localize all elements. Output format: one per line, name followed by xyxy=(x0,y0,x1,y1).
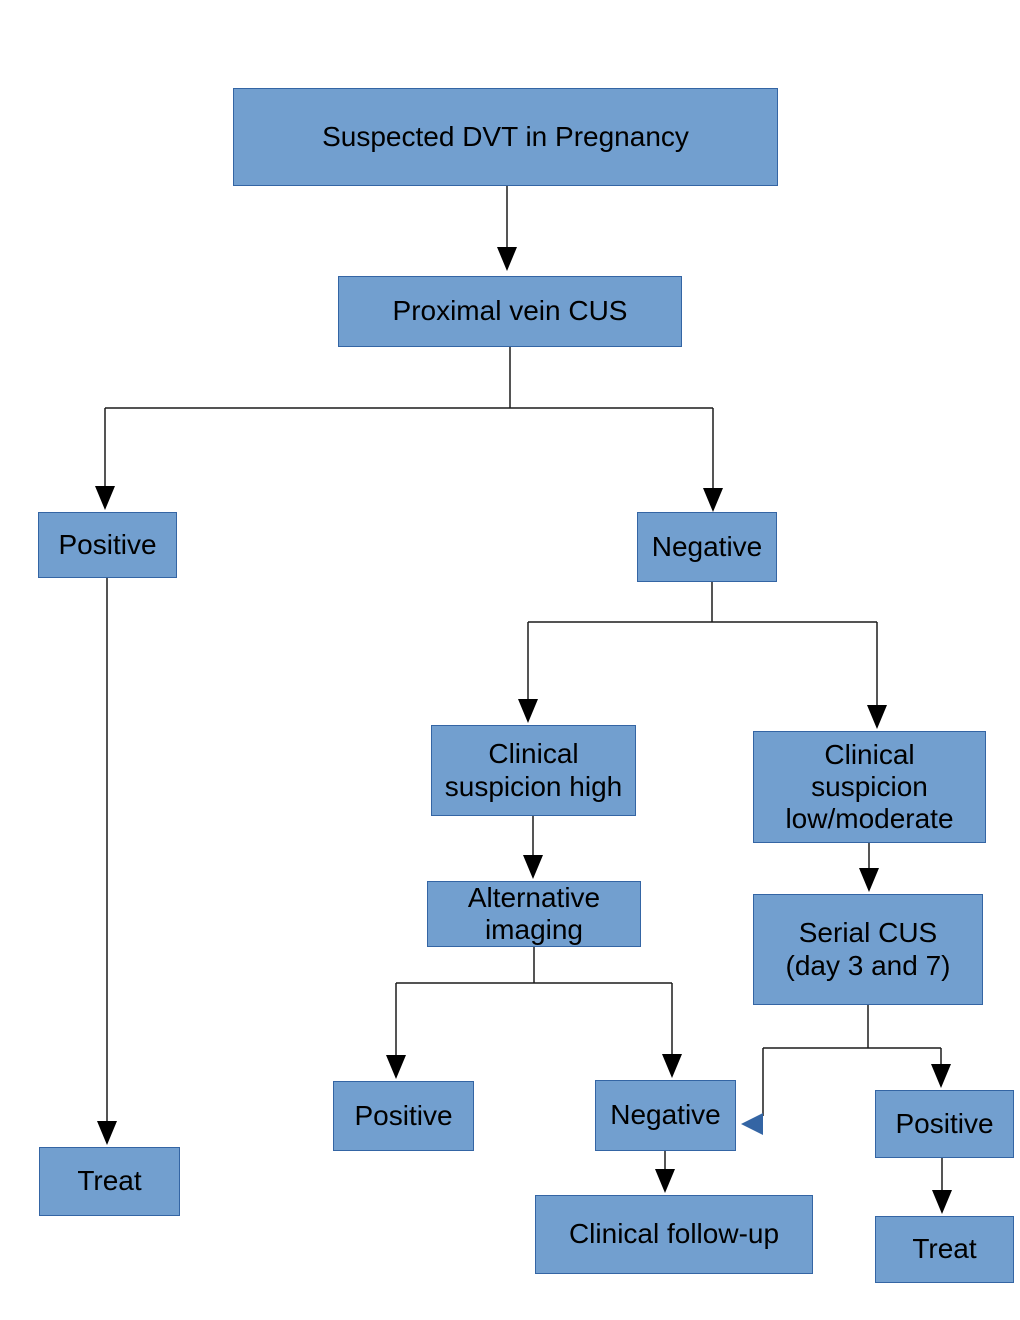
return-arrowhead xyxy=(741,1113,763,1135)
node-imaging-positive: Positive xyxy=(333,1081,474,1151)
connector-positive3-to-treat2 xyxy=(932,1158,952,1214)
node-serial-positive: Positive xyxy=(875,1090,1014,1158)
node-serial-cus: Serial CUS (day 3 and 7) xyxy=(753,894,983,1005)
node-cus-positive: Positive xyxy=(38,512,177,578)
node-cus-negative: Negative xyxy=(637,512,777,582)
node-clinical-follow-up: Clinical follow-up xyxy=(535,1195,813,1274)
connector-suspected-to-proximal xyxy=(497,186,517,271)
node-alternative-imaging: Alternative imaging xyxy=(427,881,641,947)
node-proximal-vein-cus: Proximal vein CUS xyxy=(338,276,682,347)
connector-proximal-branch xyxy=(95,347,723,512)
node-imaging-negative: Negative xyxy=(595,1080,736,1151)
node-treat-left: Treat xyxy=(39,1147,180,1216)
connector-low-to-serial-cus xyxy=(859,843,879,892)
connector-high-to-alt-imaging xyxy=(523,816,543,879)
connector-serial-cus-branch xyxy=(741,1005,951,1135)
connector-alt-imaging-branch xyxy=(386,947,682,1079)
connector-negative2-to-followup xyxy=(655,1151,675,1193)
connector-positive1-to-treat1 xyxy=(97,578,117,1145)
node-treat-right: Treat xyxy=(875,1216,1014,1283)
node-clinical-suspicion-high: Clinical suspicion high xyxy=(431,725,636,816)
node-clinical-suspicion-low-moderate: Clinical suspicion low/moderate xyxy=(753,731,986,843)
node-suspected-dvt: Suspected DVT in Pregnancy xyxy=(233,88,778,186)
connector-negative1-branch xyxy=(518,582,887,729)
